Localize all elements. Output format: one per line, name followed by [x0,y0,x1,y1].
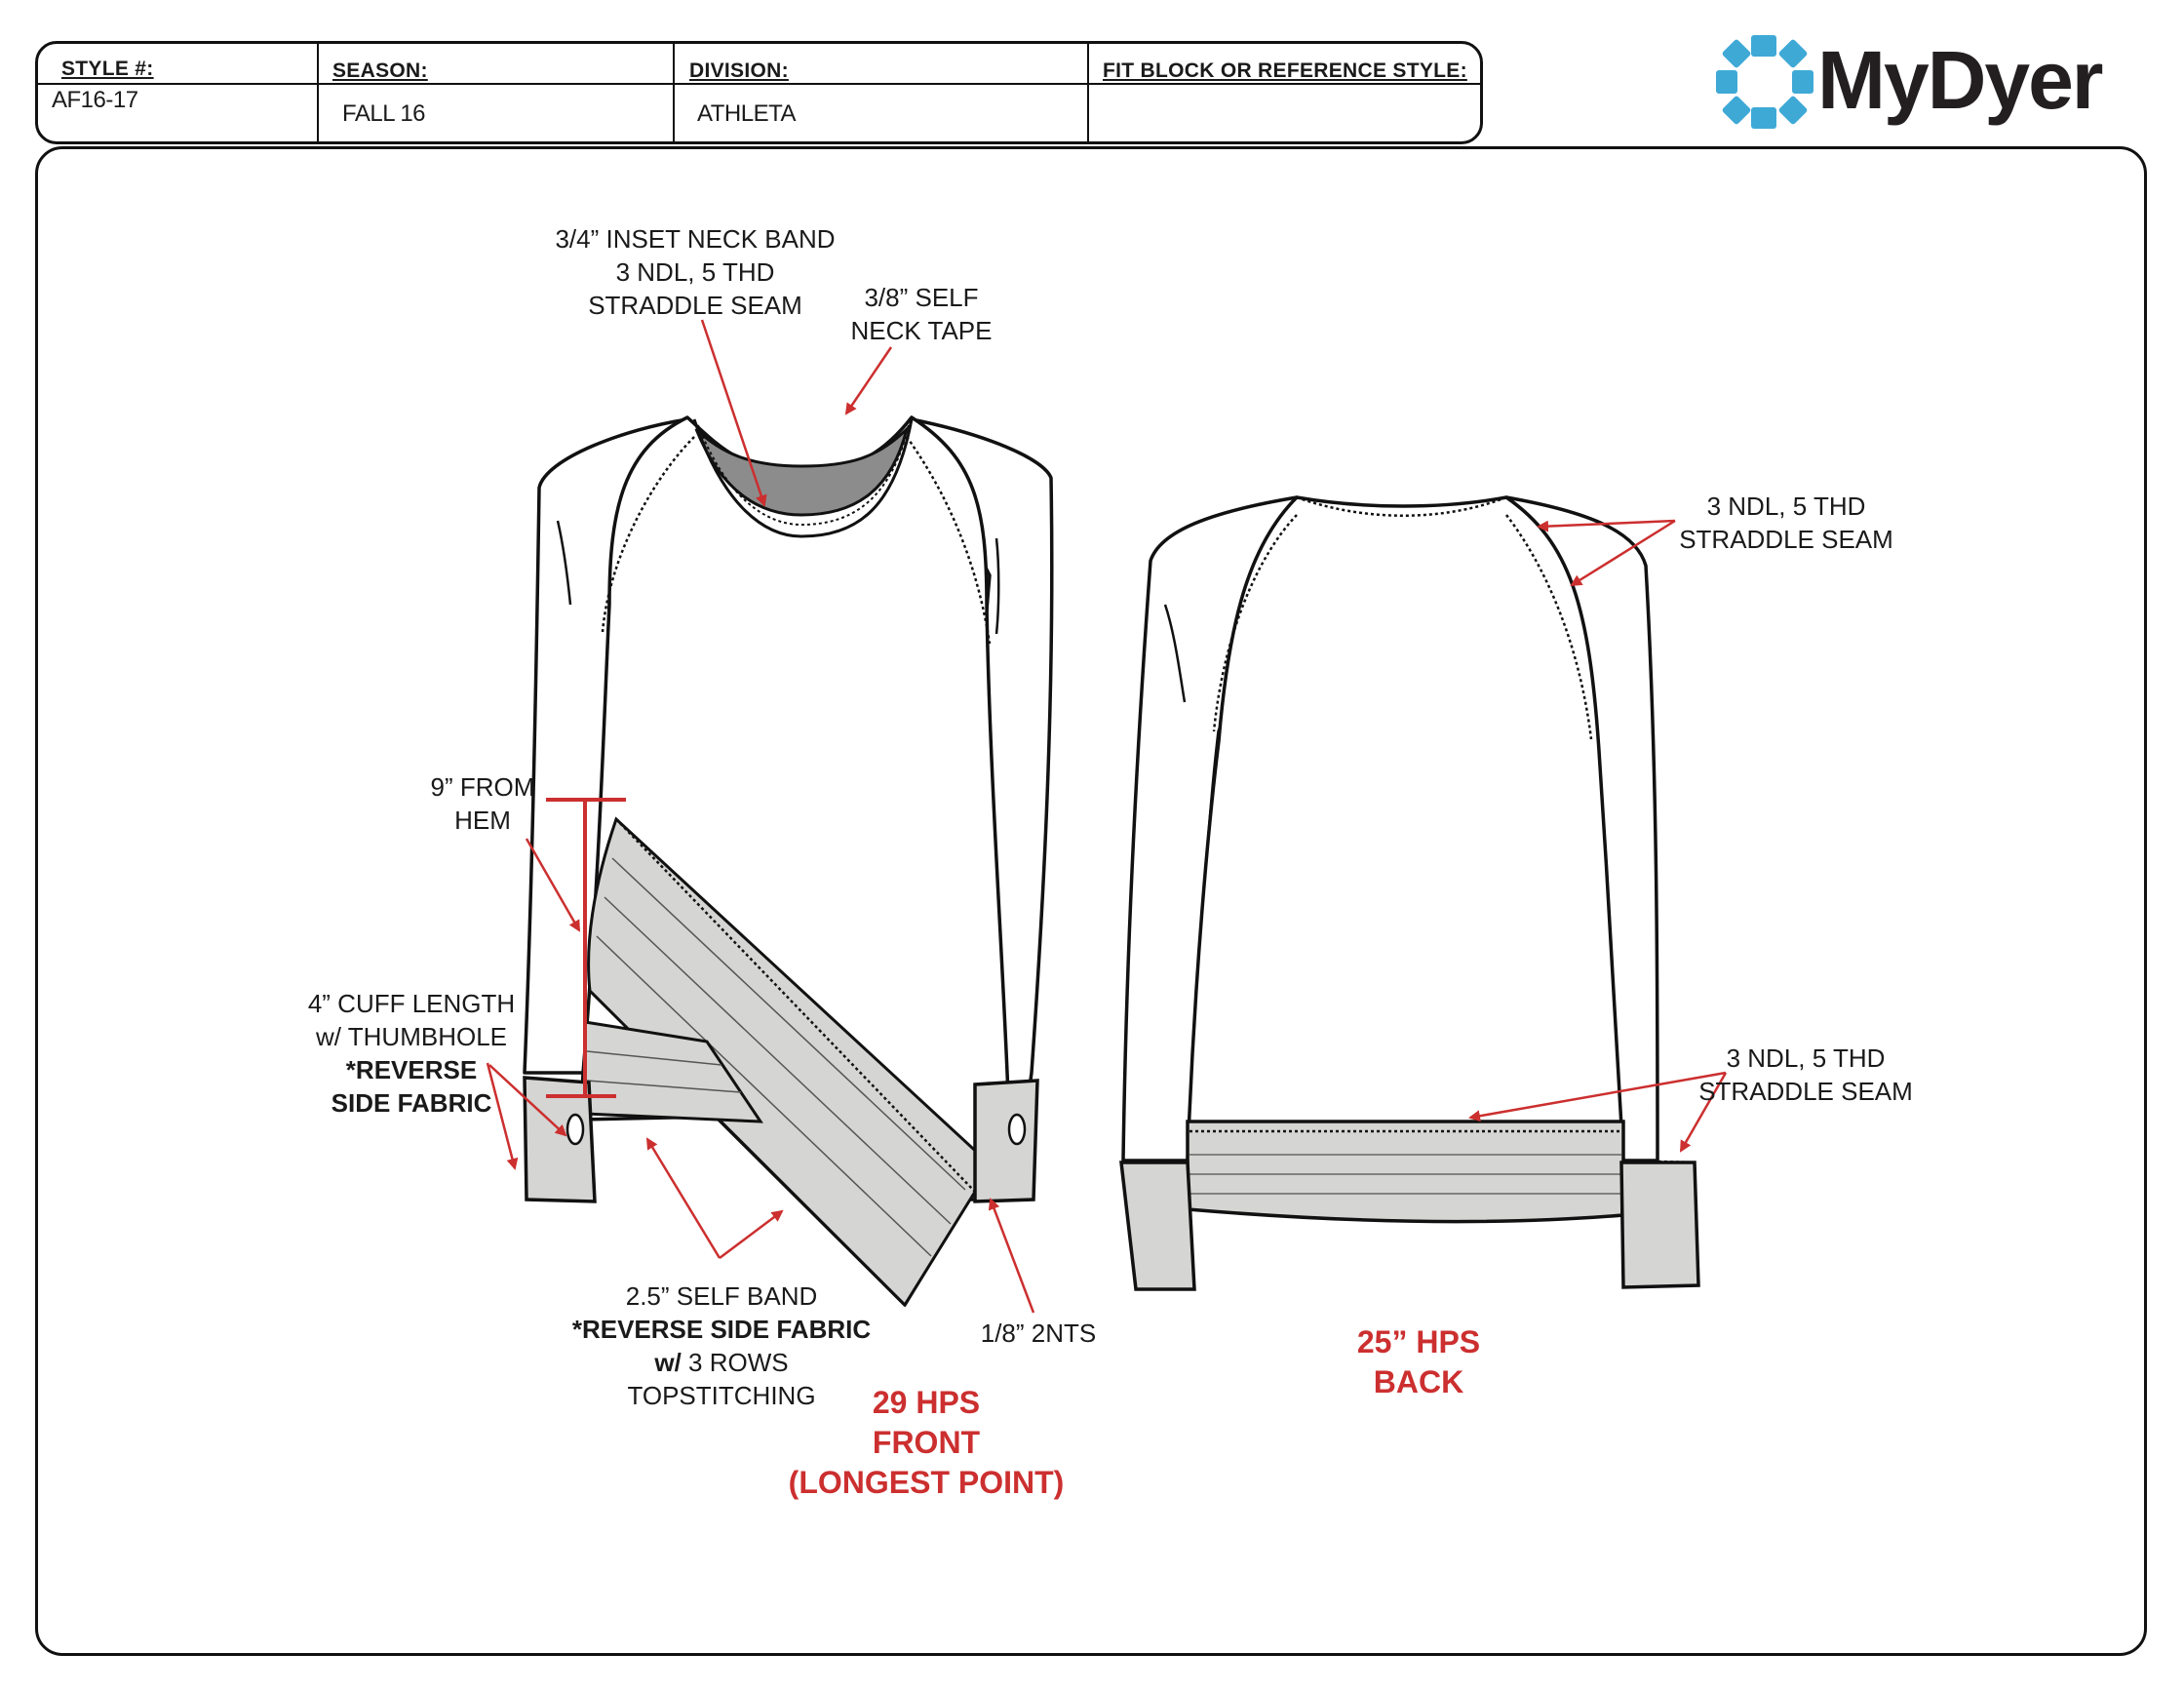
back-length-measurement: 25” HPS BACK [1356,1324,1481,1399]
season-value: FALL 16 [342,100,426,127]
mydyer-logo-text: MyDyer [1817,34,2103,126]
style-label: STYLE #: [61,58,154,80]
season-label: SEASON: [332,59,428,82]
front-left-thumbhole [566,1113,585,1146]
style-value: AF16-17 [52,87,138,113]
back-view-sketch [1121,495,1659,1162]
division-label: DIVISION: [689,59,789,82]
back-left-cuff [1119,1161,1196,1291]
callout-self-band: 2.5” SELF BAND *REVERSE SIDE FABRIC w/ 3… [571,1281,872,1410]
callout-from-hem: 9” FROM HEM [430,772,535,835]
mydyer-logo-mark-icon [1716,35,1814,129]
division-value: ATHLETA [697,100,796,127]
callout-neck-band: 3/4” INSET NECK BAND 3 NDL, 5 THD STRADD… [555,224,836,320]
back-body [1186,495,1625,1162]
header-divider [38,83,1480,85]
front-right-cuff [973,1079,1039,1203]
callout-notches: 1/8” 2NTS [980,1319,1097,1348]
style-info-header: STYLE #: AF16-17 SEASON: FALL 16 DIVISIO… [35,41,1483,144]
header-column-divider [673,44,675,141]
fit-block-label: FIT BLOCK OR REFERENCE STYLE: [1103,59,1467,82]
front-right-thumbhole [1007,1113,1027,1146]
back-hem-band [1186,1120,1625,1224]
front-self-band [587,816,1012,1308]
tech-sheet-frame [35,146,2147,1656]
hem-measurement-bracket [546,798,626,1098]
callout-back-shoulder-seam: 3 NDL, 5 THD STRADDLE SEAM [1679,492,1893,554]
callout-cuff-length: 4” CUFF LENGTH w/ THUMBHOLE *REVERSE SID… [307,989,516,1118]
header-column-divider [317,44,319,141]
front-length-measurement: 29 HPS FRONT (LONGEST POINT) [788,1385,1065,1500]
callout-back-hem-seam: 3 NDL, 5 THD STRADDLE SEAM [1698,1043,1913,1106]
header-column-divider [1087,44,1089,141]
annotation-arrows [486,319,1728,1314]
back-right-cuff [1619,1161,1700,1289]
callout-neck-tape: 3/8” SELF NECK TAPE [850,283,993,345]
